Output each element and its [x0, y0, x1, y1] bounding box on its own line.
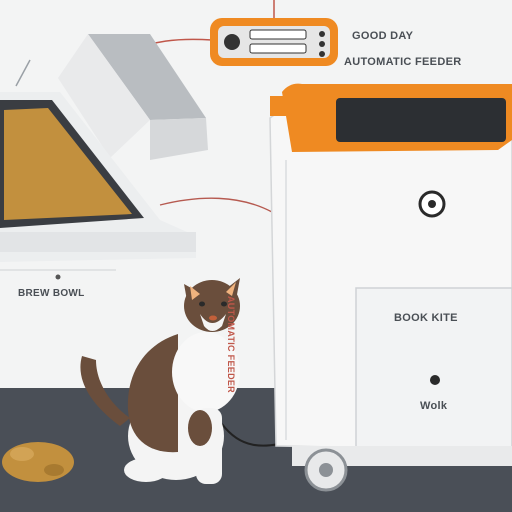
litter-tray: [0, 92, 196, 280]
cat-figure: [80, 278, 240, 484]
cable-middle: [159, 197, 273, 213]
label-side-vertical: AUTOMATIC FEEDER: [226, 296, 236, 393]
label-top-line-1: GOOD DAY: [352, 30, 414, 42]
spilled-kibble: [2, 442, 74, 482]
control-panel-icon: [210, 0, 338, 66]
label-cabinet: BOOK KITE: [394, 312, 458, 324]
feeder-cabinet: [269, 83, 512, 466]
hopper-lid: [15, 34, 208, 160]
knob-icon: [430, 375, 440, 385]
label-cabinet-small: Wolk: [420, 400, 448, 412]
wheel-icon: [304, 448, 348, 492]
label-top-line-2: AUTOMATIC FEEDER: [344, 56, 462, 68]
label-tray: BREW BOWL: [18, 288, 85, 299]
